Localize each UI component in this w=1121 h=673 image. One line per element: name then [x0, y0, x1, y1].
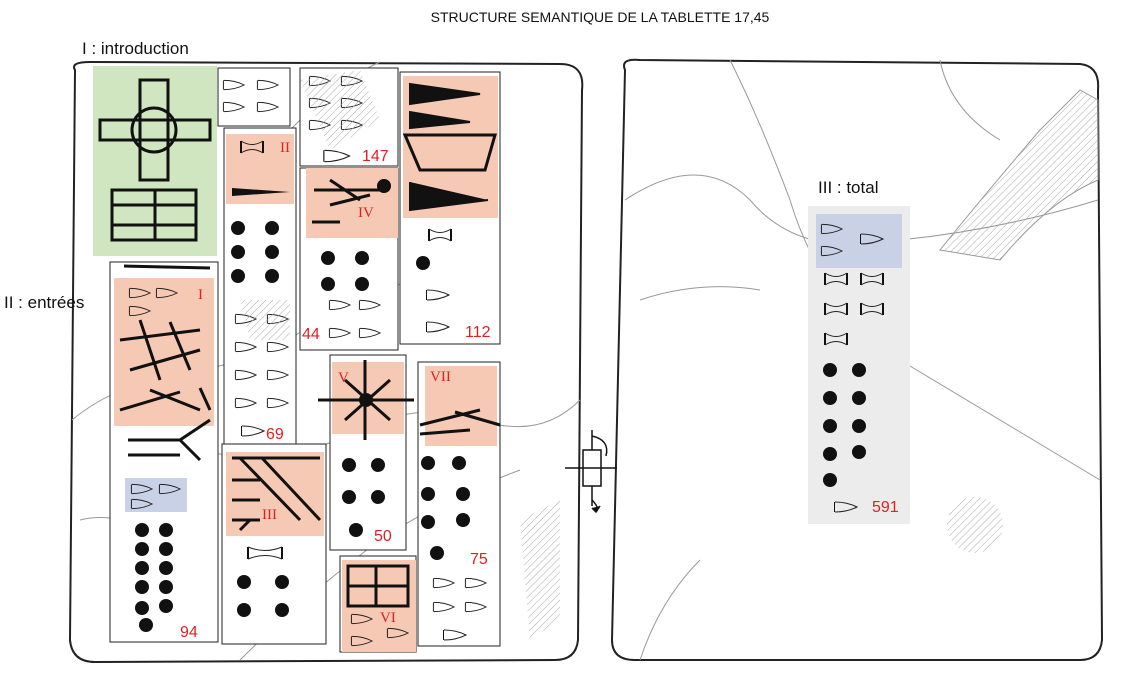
- entry-V-value: 50: [374, 528, 392, 545]
- introduction-block: [93, 66, 217, 256]
- obverse-damage-hatch-1: [300, 70, 380, 150]
- entry-IV-value: 44: [302, 326, 320, 343]
- reverse-damage-spot: [947, 497, 1003, 553]
- box-112: 112: [399, 71, 501, 345]
- entry-I: I 94: [109, 261, 219, 643]
- entry-IV-roman: IV: [358, 205, 374, 221]
- entry-II: II 69: [223, 127, 297, 445]
- label-entrees: II : entrées: [4, 293, 84, 312]
- obverse-damage-hatch-3: [240, 300, 290, 340]
- diagram-title: STRUCTURE SEMANTIQUE DE LA TABLETTE 17,4…: [431, 9, 770, 25]
- entry-V: V 50: [318, 354, 414, 551]
- value-112: 112: [465, 324, 491, 341]
- entry-VII: VII 75: [417, 361, 501, 647]
- entry-IV: IV 44: [299, 167, 399, 351]
- entry-II-value: 69: [266, 426, 284, 443]
- rotate-flip-icon: [565, 430, 617, 514]
- entry-V-roman: V: [338, 370, 349, 386]
- label-total: III : total: [818, 178, 878, 197]
- entry-VII-value: 75: [470, 551, 488, 568]
- entry-II-roman: II: [280, 140, 290, 156]
- entry-VII-roman: VII: [430, 369, 451, 385]
- obverse-damage-hatch-2: [520, 500, 560, 640]
- box-top-left: [217, 67, 291, 127]
- entry-I-value: 94: [180, 624, 198, 641]
- entry-VI-roman: VI: [380, 610, 396, 626]
- entry-III: III: [221, 443, 327, 645]
- entry-VI: VI: [339, 555, 417, 653]
- total-panel: 591: [808, 206, 910, 524]
- total-value: 591: [872, 499, 899, 516]
- label-introduction: I : introduction: [82, 39, 189, 58]
- entry-I-roman: I: [198, 287, 203, 303]
- reverse-damage-hatch: [939, 89, 1099, 261]
- value-147: 147: [362, 148, 389, 165]
- entry-III-roman: III: [262, 507, 277, 523]
